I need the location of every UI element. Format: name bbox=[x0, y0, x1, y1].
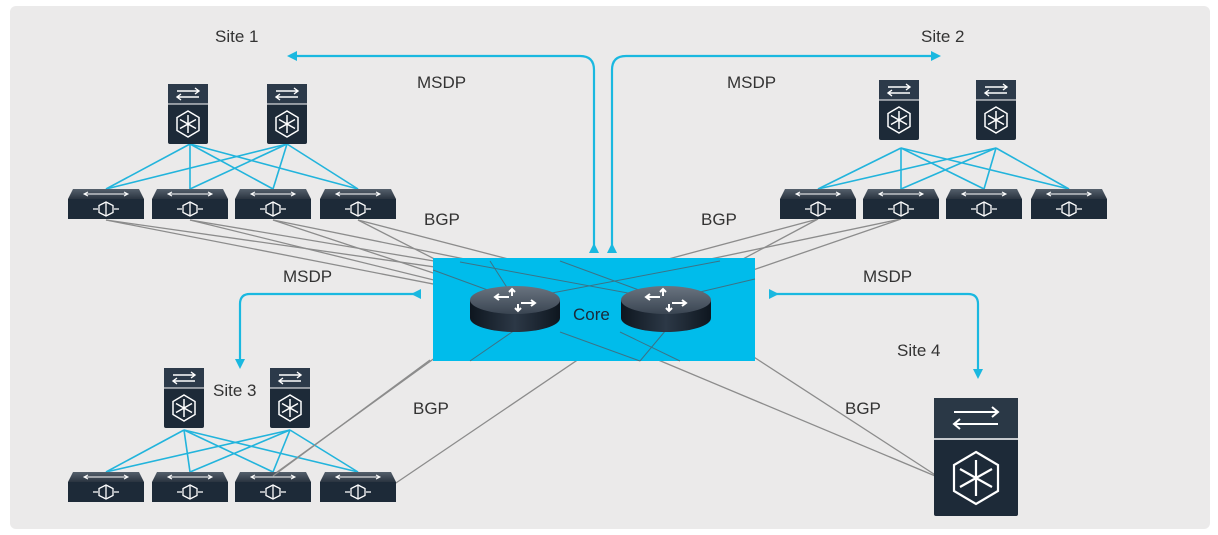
msdp-label-site2: MSDP bbox=[727, 73, 776, 92]
leaf-switch-icon bbox=[862, 188, 940, 220]
leaf-switch-icon bbox=[319, 471, 397, 503]
leaf-switch-icon bbox=[234, 188, 312, 220]
leaf-switch-icon bbox=[945, 188, 1023, 220]
chassis-switch-icon bbox=[932, 396, 1020, 518]
leaf-switch-icon bbox=[779, 188, 857, 220]
bgp-label-site4: BGP bbox=[845, 399, 881, 418]
leaf-switch-icon bbox=[151, 188, 229, 220]
leaf-switch-icon bbox=[1030, 188, 1108, 220]
bgp-link-site3 bbox=[272, 359, 431, 477]
msdp-arrows bbox=[235, 51, 983, 379]
bgp-label-site1: BGP bbox=[424, 210, 460, 229]
leaf-switch-icon bbox=[151, 471, 229, 503]
msdp-label-site4: MSDP bbox=[863, 267, 912, 286]
spine-switch-icon bbox=[878, 79, 920, 141]
spine-switch-icon bbox=[266, 83, 308, 145]
spine-switch-icon bbox=[167, 83, 209, 145]
site2-label: Site 2 bbox=[921, 27, 964, 46]
leaf-switch-icon bbox=[67, 188, 145, 220]
site4-label: Site 4 bbox=[897, 341, 940, 360]
msdp-label-site1: MSDP bbox=[417, 73, 466, 92]
router-icon bbox=[469, 285, 561, 333]
spine-switch-icon bbox=[975, 79, 1017, 141]
router-icon bbox=[620, 285, 712, 333]
core-label: Core bbox=[573, 305, 610, 324]
site3-label: Site 3 bbox=[213, 381, 256, 400]
spine-switch-icon bbox=[163, 367, 205, 429]
msdp-arrow-site1 bbox=[287, 51, 599, 253]
msdp-label-site3: MSDP bbox=[283, 267, 332, 286]
leaf-switch-icon bbox=[319, 188, 397, 220]
msdp-arrow-site4 bbox=[769, 289, 983, 379]
spine-switch-icon bbox=[269, 367, 311, 429]
leaf-switch-icon bbox=[67, 471, 145, 503]
msdp-arrow-site2 bbox=[607, 51, 941, 253]
leaf-switch-icon bbox=[234, 471, 312, 503]
msdp-arrow-site3 bbox=[235, 289, 421, 369]
site1-label: Site 1 bbox=[215, 27, 258, 46]
bgp-label-site2: BGP bbox=[701, 210, 737, 229]
bgp-label-site3: BGP bbox=[413, 399, 449, 418]
